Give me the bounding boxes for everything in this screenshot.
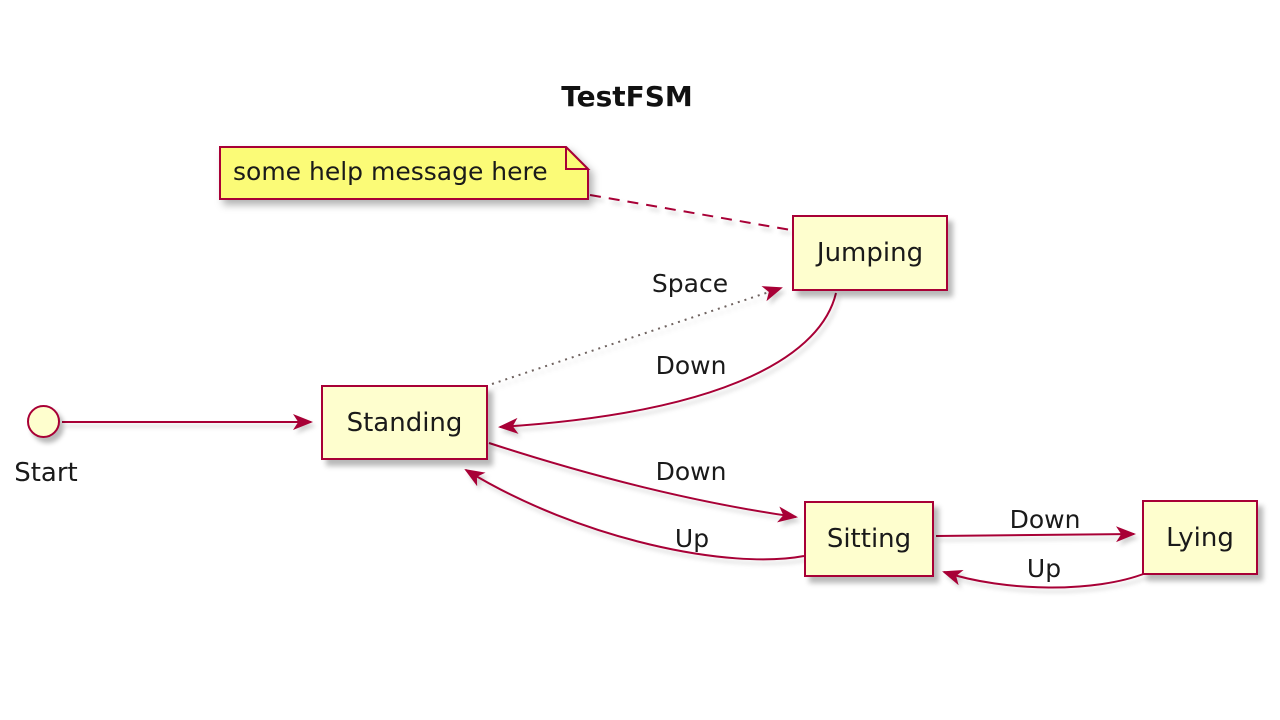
edge-label-up-lying-sitting: Up [1026,554,1062,583]
state-lying: Lying [1142,500,1258,575]
edge-label-down-sitting-lying: Down [1009,505,1081,534]
note-shape [219,146,591,200]
state-sitting-label: Sitting [826,524,912,554]
edge-note-jumping-dashed [589,194,792,231]
state-jumping-label: Jumping [816,238,924,268]
state-standing: Standing [321,385,488,460]
state-jumping: Jumping [792,215,948,291]
edge-sitting-standing [464,468,805,561]
edge-label-down-standing-sitting: Down [655,457,727,486]
edge-sitting-lying [935,526,1136,543]
note-fold-icon [565,146,591,170]
edge-standing-sitting [488,442,798,523]
edge-label-up-sitting-standing: Up [674,524,710,553]
start-state-label: Start [14,458,78,488]
edge-lying-sitting [942,569,1147,589]
edge-label-space: Space [651,269,729,298]
note: some help message here [219,146,591,202]
diagram-title: TestFSM [561,80,693,113]
edge-label-down-jumping-standing: Down [655,351,727,380]
start-state-circle [27,405,60,438]
edge-jumping-standing [498,292,837,434]
state-lying-label: Lying [1166,522,1234,553]
state-standing-label: Standing [346,407,463,438]
state-sitting: Sitting [804,501,934,577]
note-text: some help message here [233,157,548,186]
edge-standing-jumping-dotted [491,286,783,385]
